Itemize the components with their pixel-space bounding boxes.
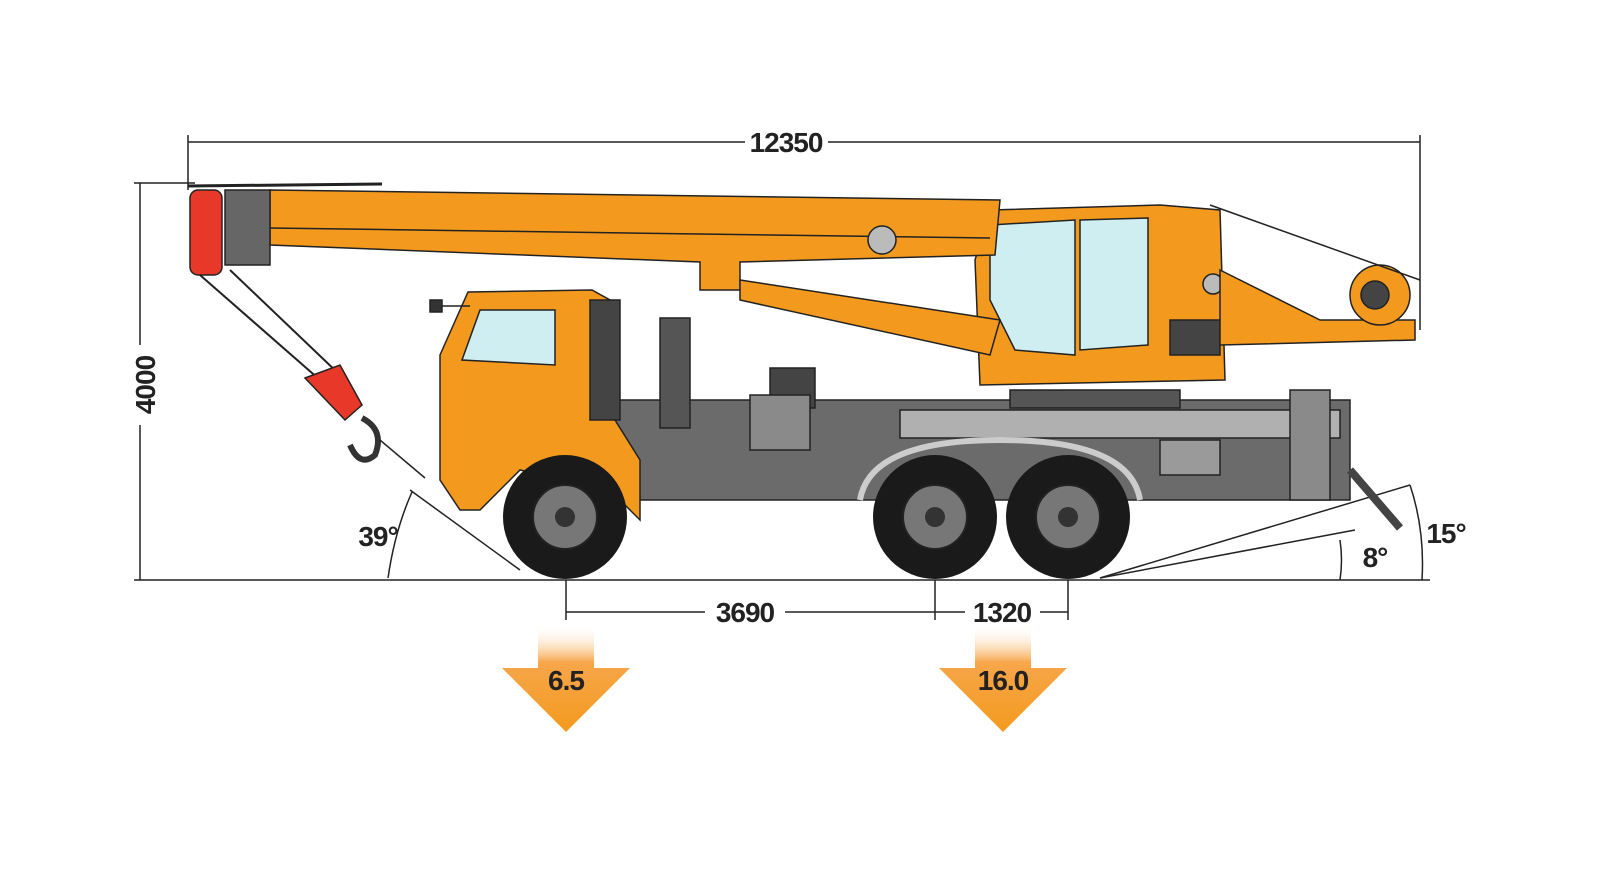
dimension-lines <box>134 135 1430 620</box>
rear-axle-load-value: 16.0 <box>978 665 1029 696</box>
hook-block <box>199 269 426 479</box>
wheels <box>503 455 1130 579</box>
wheelbase-rear-label: 1320 <box>973 597 1032 628</box>
front-axle-load-arrow: 6.5 <box>502 625 630 732</box>
approach-angle-label: 39° <box>358 521 397 552</box>
superstructure <box>974 204 1421 409</box>
front-axle-load-value: 6.5 <box>548 665 584 696</box>
front-wheel <box>503 455 627 579</box>
overall-height-label: 4000 <box>130 355 161 414</box>
overall-length-label: 12350 <box>750 127 823 158</box>
rear-wheel-2 <box>1006 455 1130 579</box>
wheelbase-front-label: 3690 <box>716 597 775 628</box>
rear-axle-load-arrow: 16.0 <box>939 625 1067 732</box>
rear-wheel-1 <box>873 455 997 579</box>
telescopic-boom <box>187 182 1001 356</box>
departure-angle-high-label: 15° <box>1426 518 1465 549</box>
departure-angle-low-label: 8° <box>1363 542 1388 573</box>
